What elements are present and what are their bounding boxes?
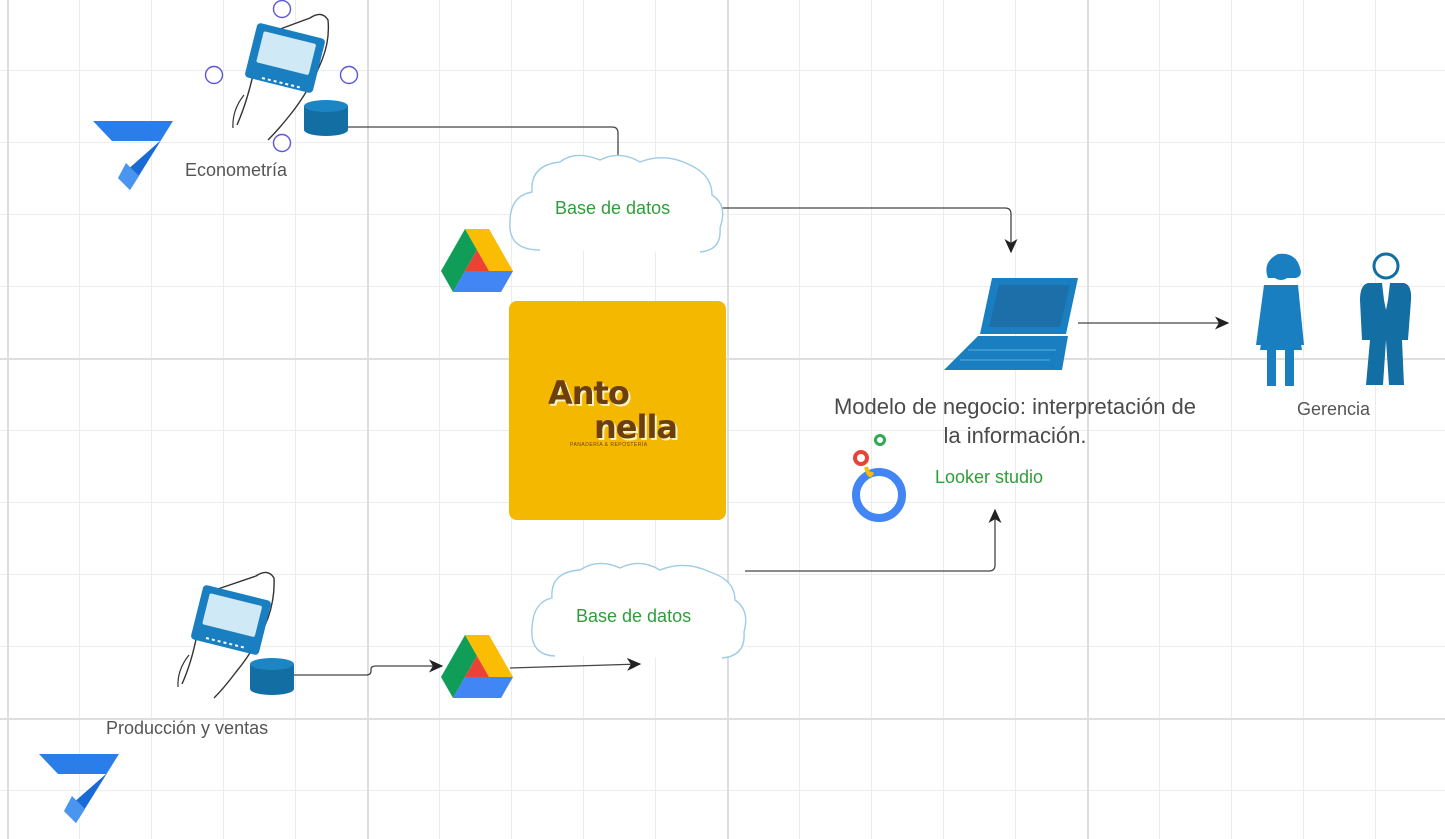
- connector-produccion-to-drive[interactable]: [294, 659, 444, 676]
- logo-tagline: PANADERÍA & REPOSTERÍA: [570, 442, 648, 448]
- selection-handles[interactable]: [204, 0, 359, 153]
- label-econometria[interactable]: Econometría: [185, 160, 288, 180]
- appsheet-icon: [39, 754, 119, 823]
- label-modelo-negocio[interactable]: Modelo de negocio: interpretación de la …: [833, 394, 1197, 448]
- google-drive-icon: [441, 635, 513, 698]
- label-produccion-ventas[interactable]: Producción y ventas: [106, 718, 269, 738]
- appsheet-icon: [93, 121, 173, 190]
- label-looker-studio[interactable]: Looker studio: [935, 467, 1044, 487]
- label-base-datos-top[interactable]: Base de datos: [555, 198, 671, 218]
- logo-word-2: nella: [594, 408, 678, 446]
- laptop-icon[interactable]: [944, 278, 1078, 370]
- google-drive-icon: [441, 229, 513, 292]
- hand-phone-icon: [177, 571, 275, 699]
- connector-drive-to-db[interactable]: [509, 657, 642, 671]
- businessman-icon: [1360, 252, 1412, 385]
- businesswoman-icon: [1256, 253, 1304, 386]
- connector-econometria-to-db[interactable]: [348, 126, 625, 178]
- antonella-logo-text: Anto nella PANADERÍA & REPOSTERÍA: [548, 374, 698, 454]
- database-icon: [250, 658, 294, 695]
- logo-word-1: Anto: [548, 374, 630, 412]
- label-base-datos-bottom[interactable]: Base de datos: [576, 606, 692, 626]
- connector-db-to-laptop[interactable]: [722, 207, 1018, 254]
- database-icon: [304, 100, 348, 136]
- cloud-icon[interactable]: [509, 154, 724, 253]
- looker-studio-icon: [852, 434, 906, 522]
- hand-phone-icon: [232, 13, 330, 141]
- cloud-icon[interactable]: [531, 562, 747, 659]
- label-gerencia[interactable]: Gerencia: [1297, 399, 1371, 419]
- antonella-logo[interactable]: [509, 301, 726, 520]
- connector-db-to-looker[interactable]: [745, 508, 1002, 572]
